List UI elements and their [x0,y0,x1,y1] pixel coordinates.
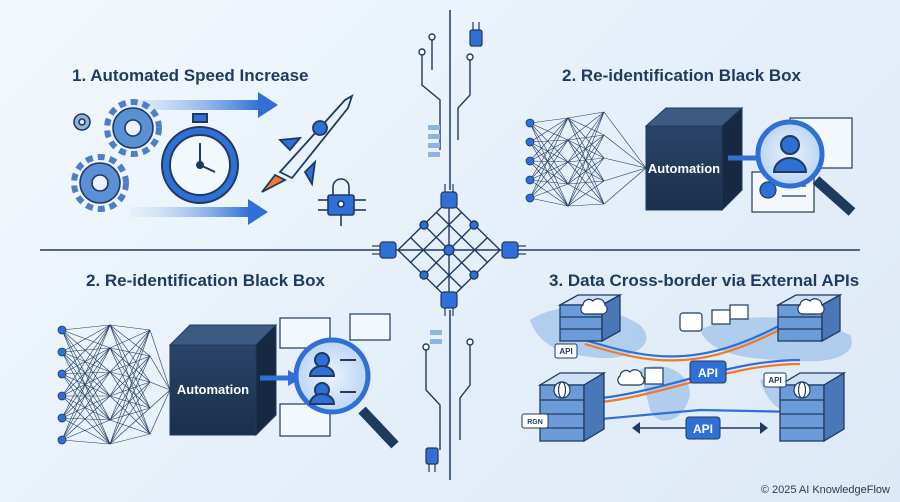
copyright-footer: © 2025 AI KnowledgeFlow [760,484,890,496]
globe-icon [553,381,811,399]
rocket-icon [261,94,354,193]
automation-label-top: Automation [648,161,720,176]
region-tag: RGN [521,413,549,429]
svg-text:API: API [768,376,781,385]
lock-icon [318,178,366,226]
stopwatch-icon [161,113,239,204]
center-connector-network [397,33,501,450]
neural-net-bottom [57,324,171,445]
neural-net-top [525,111,647,207]
api-tag-left: API [554,343,578,359]
title-reidentification-top: 2. Re-identification Black Box [562,66,801,85]
title-data-cross-border: 3. Data Cross-border via External APIs [549,271,860,290]
title-automated-speed: 1. Automated Speed Increase [72,66,309,85]
gear-icon [71,99,162,212]
svg-text:API: API [559,347,572,356]
magnifier-icon-bottom [293,337,399,449]
magnifier-icon [755,119,856,216]
black-box-bottom: Automation [168,323,278,437]
api-badge-center: API [689,360,727,384]
api-tag-right: API [763,372,787,388]
automation-label-bottom: Automation [177,382,249,397]
svg-text:API: API [693,422,713,436]
document-icons [644,304,749,385]
plug-icon [372,22,526,472]
speed-arrow-bottom [130,199,268,225]
black-box-top: Automation [644,106,744,212]
svg-text:RGN: RGN [527,419,543,426]
quadrant-dividers [40,10,860,480]
speed-arrow-top [120,92,278,118]
cloud-icon [580,298,825,386]
title-reidentification-bottom: 2. Re-identification Black Box [86,271,325,290]
api-badge-bottom: API [632,416,768,440]
svg-text:API: API [698,366,718,380]
